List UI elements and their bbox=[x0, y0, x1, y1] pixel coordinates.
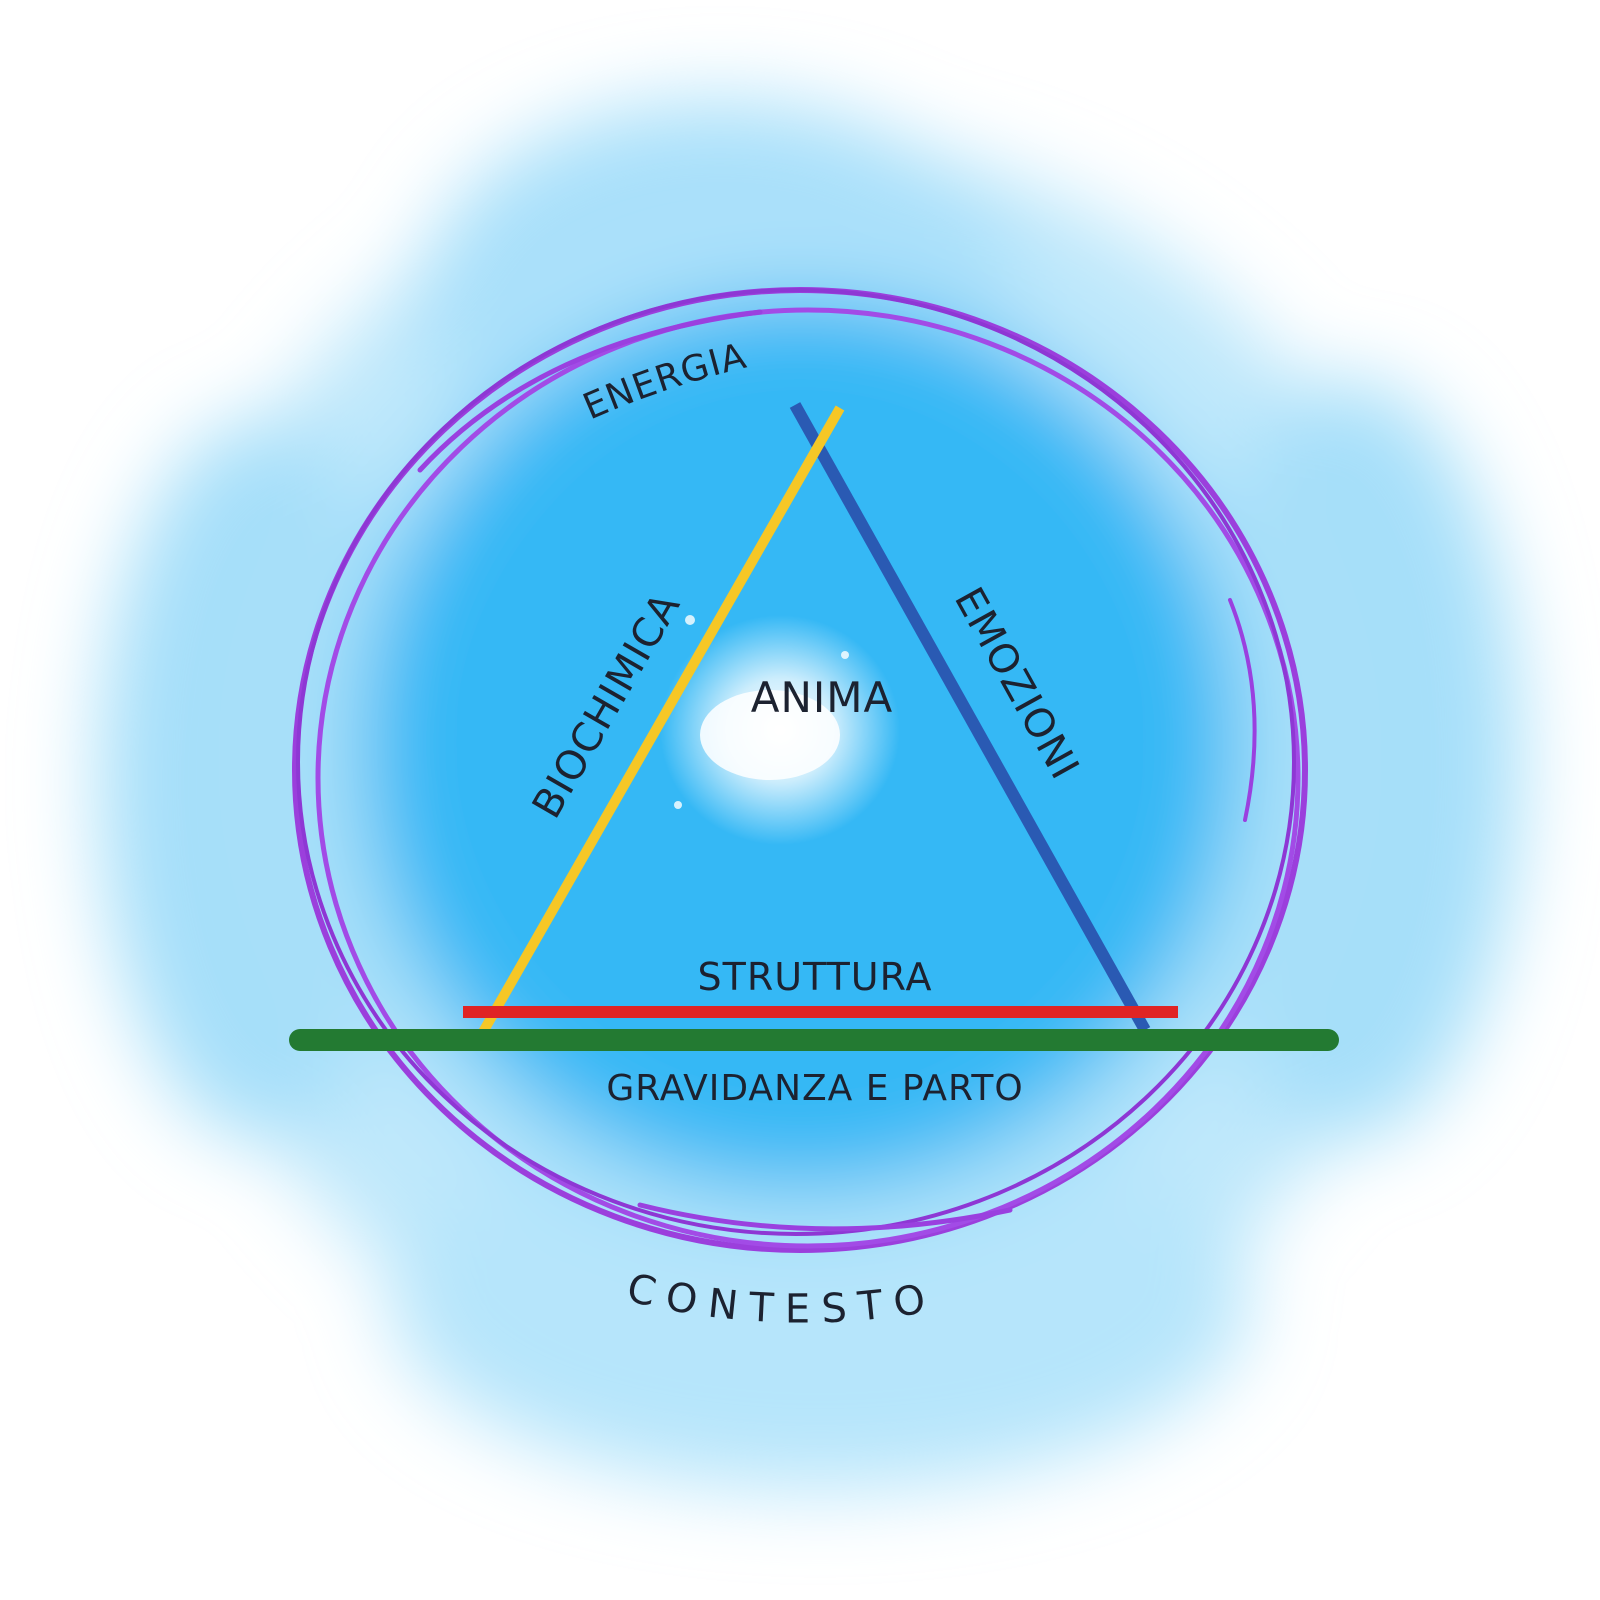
struttura-label: STRUTTURA bbox=[698, 955, 933, 999]
gravidanza-label: GRAVIDANZA E PARTO bbox=[606, 1068, 1023, 1109]
emozioni-line bbox=[789, 402, 1151, 1033]
contesto-circle bbox=[292, 287, 1308, 1253]
biochimica-line bbox=[478, 405, 845, 1035]
anima-label: ANIMA bbox=[751, 673, 894, 722]
anima-glow bbox=[660, 615, 900, 845]
